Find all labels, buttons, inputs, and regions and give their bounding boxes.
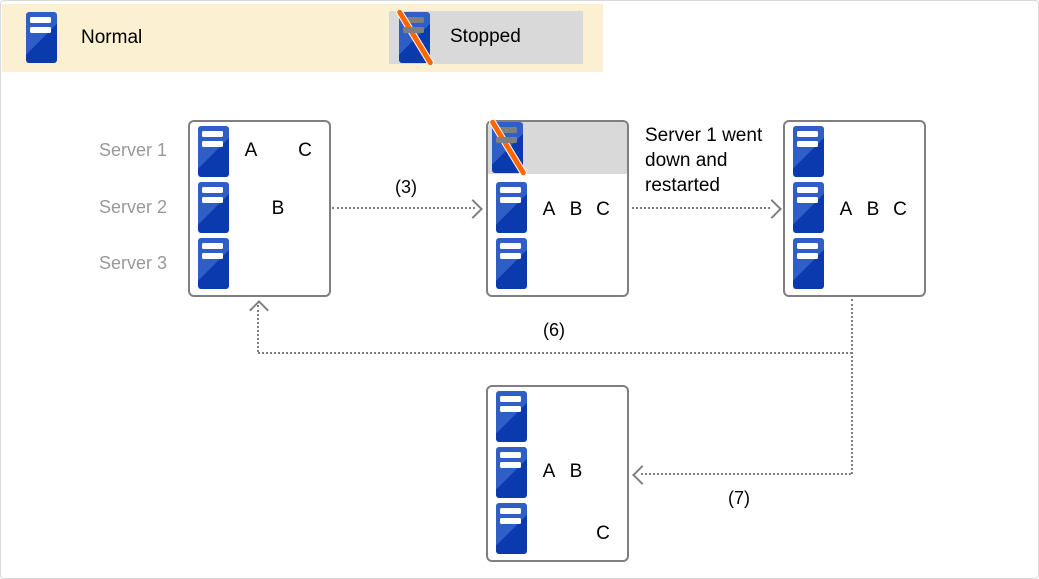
legend-bar: Normal Stopped [2,4,603,72]
step3-label: (3) [395,177,417,197]
cluster-box-initial: A C B [188,120,331,297]
partition-letter: C [893,199,907,220]
server-stopped-icon [394,7,436,68]
cluster-box-restarted: A B C [783,120,926,297]
partition-letter: A [542,199,556,220]
arrowhead-right-icon [762,199,782,219]
arrow-step6-line [258,352,852,354]
arrowhead-left-icon [632,465,652,485]
server-icon [496,238,527,289]
partition-letter: B [569,199,583,220]
partition-letter: A [542,461,556,482]
server3-label: Server 3 [98,253,167,273]
cluster-box-failover: A B C [486,117,629,297]
server-icon [496,503,527,554]
partition-letter: B [866,199,880,220]
partition-letter: B [271,198,285,219]
arrow-step3-line [332,207,475,209]
cluster-box-rebalanced: A B C [486,385,629,562]
server-icon [496,447,527,498]
arrow-restart-line [632,207,770,209]
server-icon [198,238,229,289]
arrow-step6-vertical-line [257,305,259,352]
server-icon [198,126,229,177]
arrow-step6-7-vertical-line [851,299,853,474]
server-icon [793,238,824,289]
step6-label: (6) [543,320,565,340]
server-icon [496,182,527,233]
legend-stopped-label: Stopped [450,26,521,47]
server-icon [793,182,824,233]
legend-stopped-box: Stopped [389,7,583,68]
server2-label: Server 2 [98,197,167,217]
partition-letter: B [569,461,583,482]
partition-letter: C [298,140,312,161]
server1-label: Server 1 [98,140,167,160]
partition-letter: A [839,199,853,220]
arrowhead-right-icon [463,199,483,219]
restart-annotation: Server 1 went down and restarted [645,125,763,196]
server-icon [793,126,824,177]
stop-stripe-icon [394,7,436,68]
arrow-step7-line [641,473,851,475]
server-icon [198,182,229,233]
partition-letter: A [244,140,258,161]
legend-normal-label: Normal [81,27,143,48]
step7-label: (7) [728,488,750,508]
server-stopped-icon [487,117,529,178]
partition-letter: C [596,523,610,544]
server-icon [26,12,57,63]
stop-stripe-icon [487,117,529,178]
server-icon [496,391,527,442]
partition-letter: C [596,199,610,220]
arrowhead-up-icon [249,300,269,320]
